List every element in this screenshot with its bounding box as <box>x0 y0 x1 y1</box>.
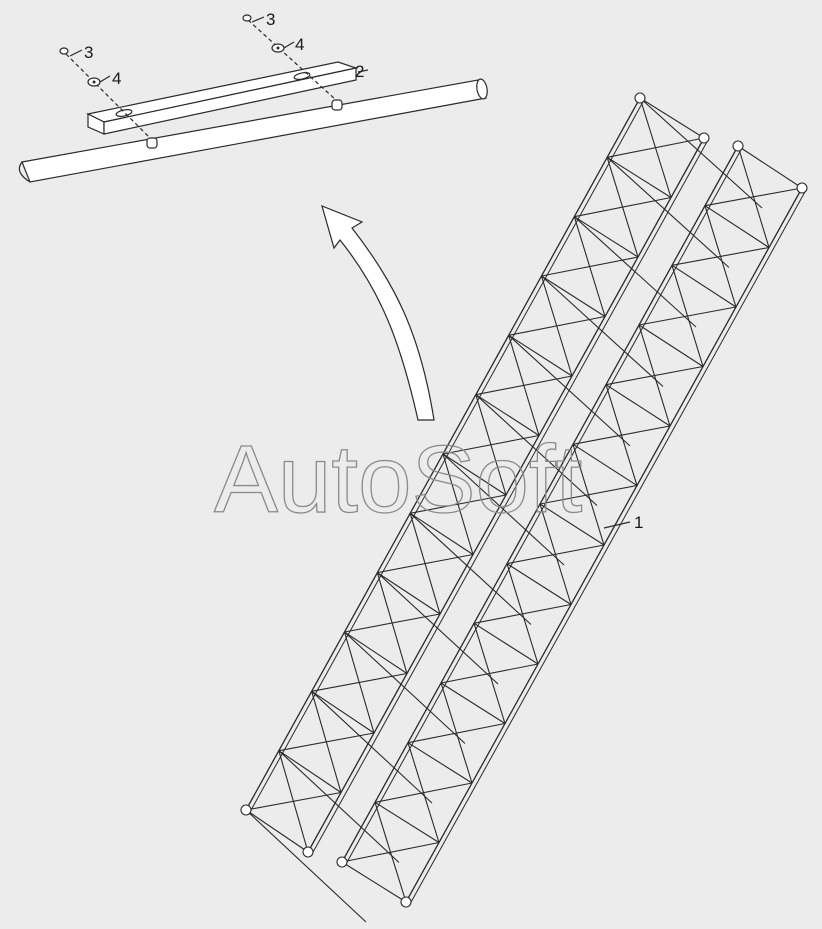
lug-eye <box>698 132 710 144</box>
bracket-bar-part <box>86 61 359 149</box>
callout-label-1: 1 <box>634 513 643 532</box>
callout-label-3: 3 <box>84 43 93 62</box>
truss-member <box>541 275 606 317</box>
truss-member <box>606 156 672 198</box>
truss-member <box>311 690 375 734</box>
truss-member <box>376 572 499 685</box>
truss-member <box>374 782 473 803</box>
truss-member <box>704 187 803 207</box>
truss-member <box>541 256 639 277</box>
truss-member <box>278 732 375 752</box>
truss-member <box>409 189 807 905</box>
callout-label-4: 4 <box>295 35 304 54</box>
bolt-part <box>59 47 69 55</box>
detail-view: 3 4 3 4 2 <box>18 10 488 183</box>
truss-member <box>341 861 407 903</box>
truss-member <box>475 375 573 396</box>
callout-label-4: 4 <box>112 69 121 88</box>
truss-member <box>638 324 704 367</box>
truss-member <box>572 443 638 486</box>
bolt-part <box>242 14 252 22</box>
truss-member <box>410 494 507 514</box>
truss-member <box>344 631 408 674</box>
truss-member <box>442 453 507 496</box>
truss-member <box>278 750 342 793</box>
truss-member <box>506 563 572 605</box>
truss-member <box>475 394 540 436</box>
truss-member <box>245 809 367 923</box>
truss-member <box>508 334 573 377</box>
fastener-group-left <box>59 47 151 139</box>
truss-member <box>278 750 400 863</box>
truss-member <box>506 544 605 565</box>
truss-member <box>539 503 605 546</box>
slot-hole <box>115 109 133 117</box>
truss-member <box>377 572 441 615</box>
lug-eye <box>634 92 646 104</box>
fastener-group-right <box>242 14 337 101</box>
truss-member <box>572 425 671 445</box>
truss-member <box>574 216 639 258</box>
truss-member <box>374 801 440 843</box>
truss-member <box>344 613 441 633</box>
truss-member <box>605 365 704 386</box>
truss-member <box>245 791 342 811</box>
truss-member <box>409 512 532 625</box>
lug-eye <box>400 896 412 908</box>
truss-member <box>442 453 565 566</box>
truss-member <box>671 264 737 308</box>
truss-member <box>407 742 473 784</box>
watermark-text: AutoSoft <box>214 426 582 533</box>
truss-member <box>311 690 433 804</box>
truss-member <box>341 841 440 863</box>
truss-member <box>737 145 803 189</box>
truss-member <box>377 553 474 574</box>
truss-member <box>440 663 539 684</box>
watermark-logo: AutoSoft <box>213 425 583 533</box>
tube-part <box>18 78 488 183</box>
truss-member <box>573 216 697 328</box>
truss-member <box>605 384 671 427</box>
truss-member <box>639 97 763 209</box>
callout-label-3: 3 <box>266 10 275 29</box>
truss-member <box>606 156 730 268</box>
truss-member <box>440 682 506 724</box>
truss-member <box>639 97 705 139</box>
truss-member <box>245 809 309 853</box>
lug-eye <box>336 856 348 868</box>
truss-member <box>409 512 474 555</box>
truss-member <box>473 622 539 665</box>
lug-eye <box>240 804 252 816</box>
slot-hole <box>293 72 311 80</box>
truss-member <box>638 306 737 326</box>
truss-member <box>508 334 631 447</box>
truss-member <box>311 139 709 855</box>
lug-eye <box>732 140 744 152</box>
lug-eye <box>796 182 808 194</box>
truss-member <box>671 246 770 266</box>
truss-member <box>704 205 770 248</box>
truss-member <box>574 196 672 218</box>
truss-member <box>311 672 408 692</box>
curved-arrow <box>321 204 435 421</box>
truss-member <box>539 484 638 505</box>
truss-member <box>407 722 506 744</box>
callout-label-2: 2 <box>355 62 364 81</box>
lattice-truss-part <box>240 92 808 923</box>
truss-member <box>344 631 466 744</box>
truss-member <box>475 394 598 506</box>
truss-member <box>541 275 664 387</box>
truss-member <box>473 603 572 624</box>
lug-eye <box>302 846 314 858</box>
truss-member <box>508 315 606 336</box>
truss-member <box>607 137 705 158</box>
truss-member <box>442 434 540 455</box>
